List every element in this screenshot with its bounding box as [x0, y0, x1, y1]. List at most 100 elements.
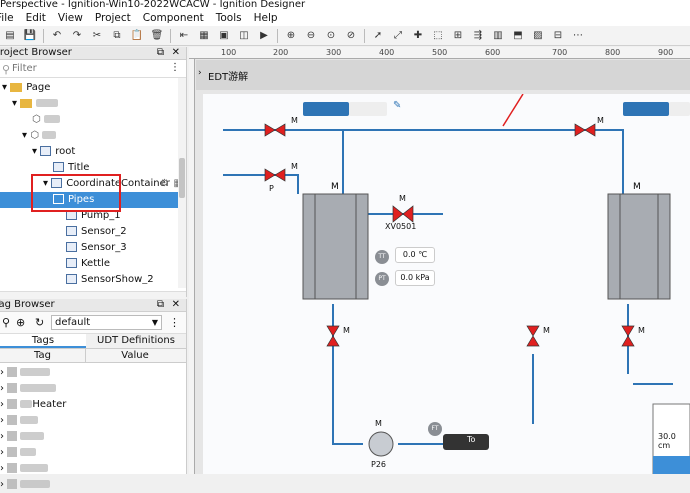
- rect-select-icon[interactable]: ⬚: [433, 30, 443, 41]
- sequence-icon[interactable]: ⇶: [473, 30, 483, 41]
- tree-item-view[interactable]: ⬡: [32, 112, 60, 128]
- tree-item-page[interactable]: ▾ Page: [2, 80, 50, 96]
- expand-icon[interactable]: ›: [0, 479, 8, 490]
- expand-icon[interactable]: ›: [0, 415, 8, 426]
- arrange-icon[interactable]: ▥: [493, 30, 503, 41]
- tree-item-view[interactable]: ▾ ⬡: [22, 128, 57, 144]
- more-icon[interactable]: ⋮: [169, 316, 180, 329]
- valve-xv0501[interactable]: [392, 205, 414, 223]
- expand-icon[interactable]: ›: [0, 367, 8, 378]
- tag-row[interactable]: ›: [0, 477, 51, 493]
- tree-item-title[interactable]: Title: [53, 160, 89, 176]
- column-value[interactable]: Value: [121, 350, 149, 361]
- tag-row[interactable]: › Heater: [0, 397, 66, 413]
- pressure-display[interactable]: 0.0 kPa: [395, 270, 435, 286]
- expand-icon[interactable]: ›: [0, 383, 8, 394]
- column-tag[interactable]: Tag: [0, 349, 86, 362]
- frame-icon[interactable]: ◫: [239, 30, 249, 41]
- valve-6[interactable]: [621, 325, 635, 347]
- tag-display-2[interactable]: [623, 102, 669, 116]
- view-canvas[interactable]: M M M: [203, 94, 690, 474]
- zoom-in-icon[interactable]: ⊕: [286, 30, 296, 41]
- add-tag-icon[interactable]: ⊕: [16, 316, 26, 329]
- copy-icon[interactable]: ⧉: [113, 30, 121, 41]
- close-icon[interactable]: ✕: [171, 47, 180, 58]
- float-icon[interactable]: ⧉: [156, 47, 164, 58]
- expand-icon[interactable]: ›: [0, 463, 8, 474]
- menu-file[interactable]: File: [0, 12, 14, 24]
- expand-icon[interactable]: ▾: [2, 82, 11, 93]
- valve-2[interactable]: [264, 168, 286, 182]
- tree-item-sensorshow-2[interactable]: SensorShow_2: [66, 272, 154, 284]
- temperature-display[interactable]: 0.0 ℃: [395, 247, 435, 263]
- align-icon[interactable]: ⇤: [179, 30, 189, 41]
- filter-input[interactable]: [12, 62, 162, 75]
- vertical-scrollbar[interactable]: [178, 78, 186, 288]
- pointer-icon[interactable]: ➚: [373, 30, 383, 41]
- zoom-out-icon[interactable]: ⊖: [306, 30, 316, 41]
- float-icon[interactable]: ⧉: [156, 299, 164, 310]
- search-icon[interactable]: ⚲: [2, 316, 11, 329]
- expand-icon[interactable]: ›: [0, 431, 8, 442]
- tree-item-root[interactable]: ▾ root: [32, 144, 75, 160]
- redo-icon[interactable]: ↷: [72, 30, 82, 41]
- zoom-actual-icon[interactable]: ⊘: [346, 30, 356, 41]
- valve-3[interactable]: [574, 123, 596, 137]
- tab-udt-definitions[interactable]: UDT Definitions: [86, 334, 186, 348]
- menu-help[interactable]: Help: [253, 12, 278, 24]
- tag-row[interactable]: ›: [0, 445, 37, 461]
- group-icon[interactable]: ▣: [219, 30, 229, 41]
- tree-item-folder[interactable]: ▾: [12, 96, 59, 112]
- collapse-all-icon[interactable]: ⋮: [170, 62, 180, 73]
- tag-display-1[interactable]: [303, 102, 349, 116]
- paste-icon[interactable]: 📋: [130, 30, 144, 41]
- to-display[interactable]: [443, 434, 489, 450]
- valve-4[interactable]: [326, 325, 340, 347]
- expand-icon[interactable]: ▾: [43, 178, 52, 189]
- layer-icon[interactable]: ▦: [199, 30, 209, 41]
- expand-icon[interactable]: ▾: [12, 98, 21, 109]
- zoom-fit-icon[interactable]: ⊙: [326, 30, 336, 41]
- tab-tags[interactable]: Tags: [0, 334, 86, 348]
- tree-item-pipes[interactable]: Pipes: [0, 192, 178, 208]
- new-icon[interactable]: ▤: [5, 30, 15, 41]
- tag-row[interactable]: ›: [0, 429, 45, 445]
- tag-row[interactable]: ›: [0, 381, 57, 397]
- valve-1[interactable]: [264, 123, 286, 137]
- cut-icon[interactable]: ✂: [92, 30, 102, 41]
- play-icon[interactable]: ▶: [260, 30, 268, 41]
- close-icon[interactable]: ✕: [171, 299, 180, 310]
- ft-sensor[interactable]: FT: [428, 422, 442, 436]
- edit-icon[interactable]: ✎: [393, 100, 402, 111]
- tag-row[interactable]: ›: [0, 365, 51, 381]
- scrollbar-thumb[interactable]: [179, 158, 185, 198]
- save-icon[interactable]: 💾: [23, 30, 37, 41]
- horizontal-scrollbar[interactable]: [0, 291, 186, 299]
- provider-select[interactable]: default ▼: [51, 315, 162, 330]
- menu-component[interactable]: Component: [142, 12, 204, 24]
- grid-icon[interactable]: ⊞: [453, 30, 463, 41]
- menu-view[interactable]: View: [57, 12, 83, 24]
- undo-icon[interactable]: ↶: [52, 30, 62, 41]
- palette-icon[interactable]: ▨: [533, 30, 543, 41]
- tree-item-sensor-3[interactable]: Sensor_3: [66, 240, 127, 256]
- expand-icon[interactable]: ▾: [32, 146, 41, 157]
- menu-project[interactable]: Project: [94, 12, 131, 24]
- expand-icon[interactable]: ›: [0, 399, 8, 410]
- menu-edit[interactable]: Edit: [25, 12, 46, 24]
- tree-item-kettle[interactable]: Kettle: [66, 256, 110, 272]
- kettle-1[interactable]: [302, 193, 369, 300]
- snap-icon[interactable]: ⬒: [513, 30, 523, 41]
- refresh-icon[interactable]: ↻: [35, 316, 45, 329]
- expand-icon[interactable]: ›: [0, 447, 8, 458]
- pipe-tool-icon[interactable]: ⤢: [394, 30, 402, 41]
- options-icon[interactable]: ⋯: [573, 30, 583, 41]
- valve-5[interactable]: [526, 325, 540, 347]
- expand-icon[interactable]: ▾: [22, 130, 31, 141]
- kettle-2[interactable]: [607, 193, 671, 300]
- tree-icon[interactable]: ⊟: [553, 30, 563, 41]
- pt-sensor[interactable]: PT: [375, 272, 389, 286]
- add-pipe-icon[interactable]: ✚: [413, 30, 423, 41]
- tt-sensor[interactable]: TT: [375, 250, 389, 264]
- delete-icon[interactable]: 🗑: [150, 30, 164, 41]
